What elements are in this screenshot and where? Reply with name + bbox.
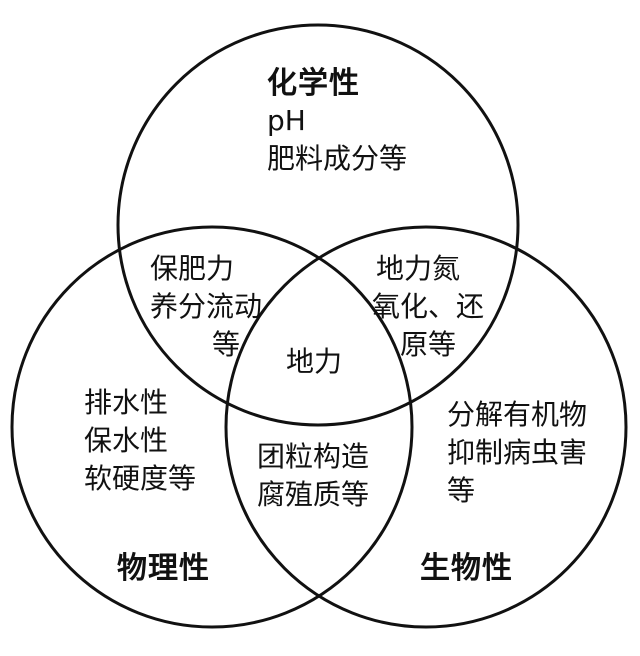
chemical-physical-overlap: 保肥力 养分流动 等: [150, 250, 262, 364]
chemical-item: pH: [267, 104, 306, 137]
physical-circle: [10, 225, 414, 629]
chemical-biological-overlap: 地力氮 氧化、还 原等: [372, 250, 484, 364]
overlap-item: 腐殖质等: [257, 478, 370, 511]
biological-item: 抑制病虫害: [447, 436, 588, 469]
physical-items: 排水性 保水性 软硬度等: [84, 384, 196, 498]
biological-item: 等: [447, 474, 476, 507]
overlap-item: 保肥力: [150, 252, 235, 285]
chemical-title: 化学性: [267, 66, 360, 101]
physical-item: 保水性: [84, 424, 169, 457]
overlap-item: 养分流动: [150, 290, 263, 323]
overlap-item: 地力氮: [376, 252, 461, 285]
physical-item: 排水性: [84, 386, 169, 419]
physical-item: 软硬度等: [84, 462, 197, 495]
biological-circle: [224, 225, 628, 629]
chemical-circle: [116, 23, 520, 427]
chemical-item: 肥料成分等: [267, 142, 408, 175]
overlap-item: 团粒构造: [257, 440, 370, 473]
physical-title: 物理性: [117, 551, 210, 586]
biological-items: 分解有机物 抑制病虫害 等: [447, 396, 587, 510]
chemical-items: pH 肥料成分等: [267, 102, 407, 178]
biological-title: 生物性: [420, 551, 513, 586]
overlap-item: 氧化、还: [372, 290, 485, 323]
physical-biological-overlap: 团粒构造 腐殖质等: [257, 438, 369, 514]
overlap-item: 原等: [400, 328, 457, 361]
overlap-item: 等: [212, 328, 241, 361]
all-three-overlap: 地力: [286, 345, 343, 378]
biological-item: 分解有机物: [447, 398, 588, 431]
